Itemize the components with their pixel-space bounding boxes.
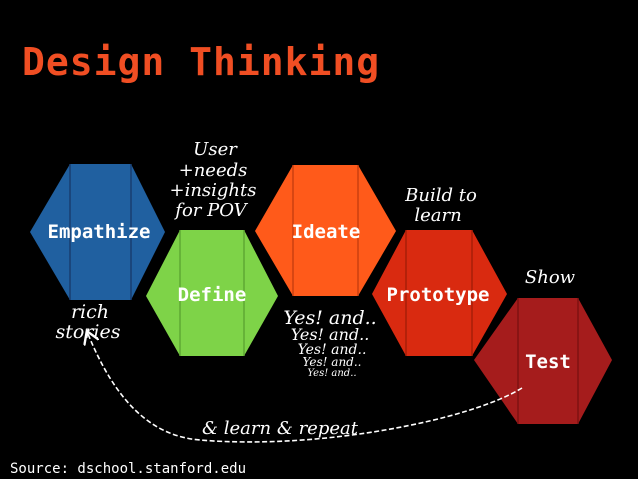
- page-title: Design Thinking: [22, 40, 381, 84]
- prototype-notes: Build to learn: [404, 185, 477, 226]
- svg-text:rich: rich: [71, 301, 109, 323]
- loop-notes: & learn & repeat: [202, 418, 359, 439]
- label-ideate: Ideate: [292, 221, 361, 243]
- stage-empathize: [30, 164, 165, 300]
- label-prototype: Prototype: [387, 284, 490, 306]
- svg-text:Build to: Build to: [404, 185, 477, 206]
- svg-text:Yes! and..: Yes! and..: [303, 355, 362, 369]
- stage-define: [146, 230, 278, 356]
- source-credit: Source: dschool.stanford.edu: [10, 461, 247, 477]
- test-notes: Show: [525, 267, 576, 288]
- ideate-notes: Yes! and.. Yes! and.. Yes! and.. Yes! an…: [283, 307, 376, 379]
- empathize-notes: rich stories: [56, 301, 121, 343]
- label-empathize: Empathize: [48, 221, 151, 243]
- label-define: Define: [178, 284, 247, 306]
- hexagon-define: [146, 230, 278, 356]
- loop-arrow: [88, 334, 523, 443]
- label-test: Test: [525, 351, 571, 373]
- svg-text:learn: learn: [414, 205, 461, 226]
- svg-text:Yes! and..: Yes! and..: [298, 342, 367, 358]
- svg-text:Yes! and..: Yes! and..: [291, 325, 370, 344]
- define-notes: User +needs +insights for POV: [169, 139, 256, 221]
- svg-text:Yes! and..: Yes! and..: [307, 368, 356, 379]
- svg-text:+insights: +insights: [169, 180, 256, 201]
- svg-text:stories: stories: [56, 321, 121, 343]
- hexagon-ideate: [255, 165, 396, 296]
- svg-text:User: User: [193, 139, 238, 160]
- svg-text:+needs: +needs: [179, 160, 248, 181]
- stage-prototype: [372, 230, 507, 356]
- stage-test: [474, 298, 612, 424]
- svg-text:for POV: for POV: [173, 200, 248, 221]
- svg-text:Yes! and..: Yes! and..: [283, 307, 376, 329]
- stage-ideate: [255, 165, 396, 296]
